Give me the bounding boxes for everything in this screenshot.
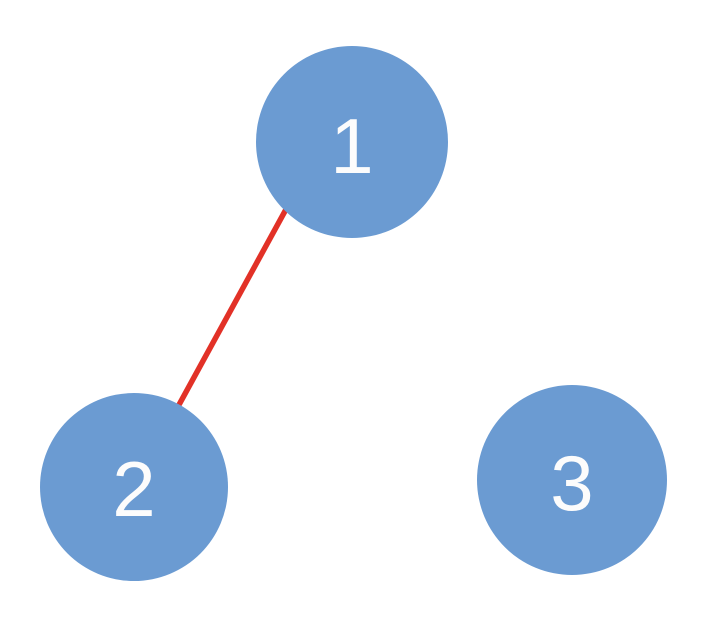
graph-node-1[interactable]: 1 xyxy=(256,46,448,238)
node-circle-1[interactable] xyxy=(256,46,448,238)
node-circle-2[interactable] xyxy=(40,393,228,581)
nodes-layer: 12 3 xyxy=(40,46,667,581)
graph-node-2[interactable]: 2 xyxy=(40,393,228,581)
node-circle-3[interactable] xyxy=(477,385,667,575)
graph-node-3[interactable]: 3 xyxy=(477,385,667,575)
